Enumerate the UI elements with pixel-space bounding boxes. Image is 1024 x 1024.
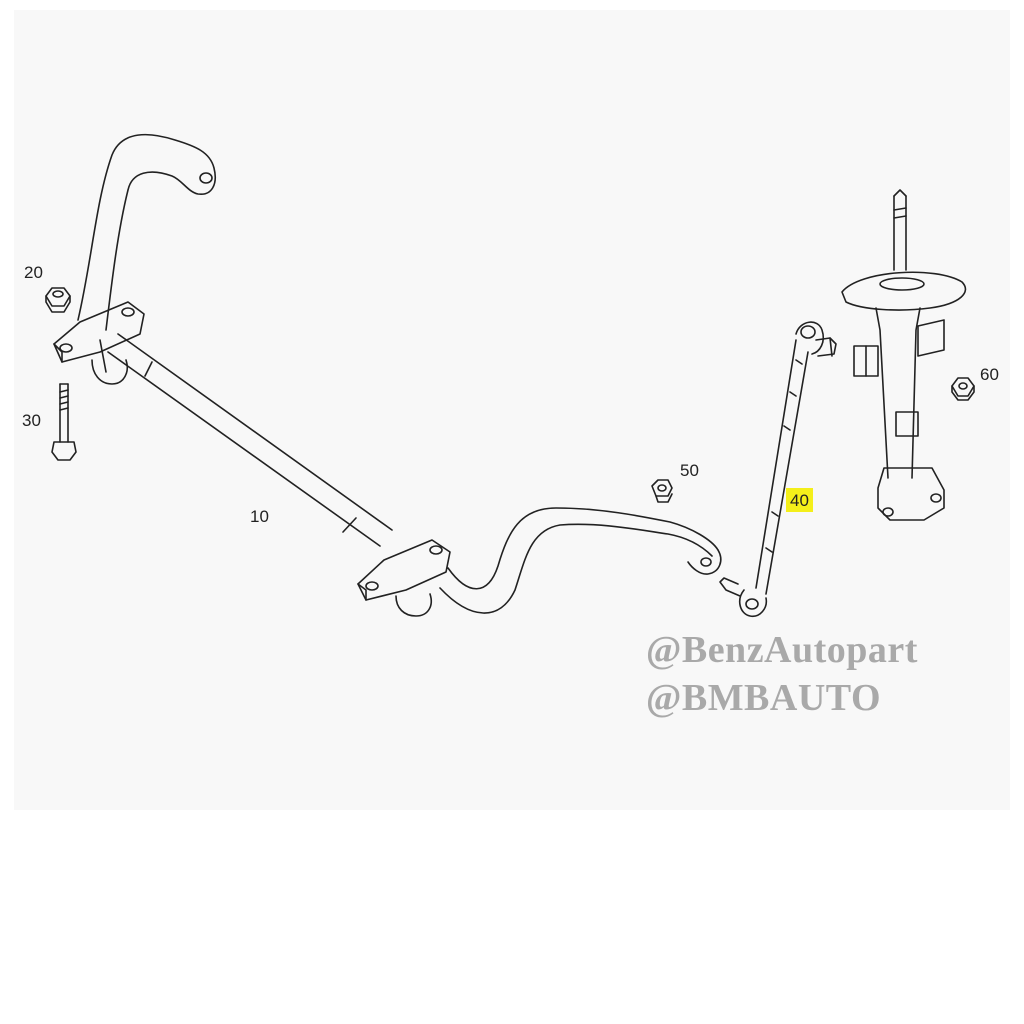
hex-nut-60 — [951, 377, 975, 401]
callout-50[interactable]: 50 — [680, 461, 699, 480]
callout-40-highlighted[interactable]: 40 — [786, 488, 813, 512]
callout-20[interactable]: 20 — [24, 263, 43, 282]
hex-nut-50 — [651, 479, 673, 503]
left-clamp-bracket — [53, 301, 145, 385]
shock-absorber-strut — [841, 189, 967, 521]
callout-60[interactable]: 60 — [980, 365, 999, 384]
right-clamp-bracket — [357, 539, 451, 617]
watermark-line-2: @BMBAUTO — [646, 677, 882, 719]
diagram-background — [14, 10, 1010, 810]
watermark-line-1: @BenzAutopart — [646, 629, 918, 671]
callout-10[interactable]: 10 — [250, 507, 269, 526]
stabilizer-bar — [77, 133, 722, 614]
stabilizer-link-40 — [719, 321, 837, 618]
callout-30[interactable]: 30 — [22, 411, 41, 430]
bolt-30 — [51, 383, 77, 461]
hex-nut-20 — [45, 287, 71, 313]
